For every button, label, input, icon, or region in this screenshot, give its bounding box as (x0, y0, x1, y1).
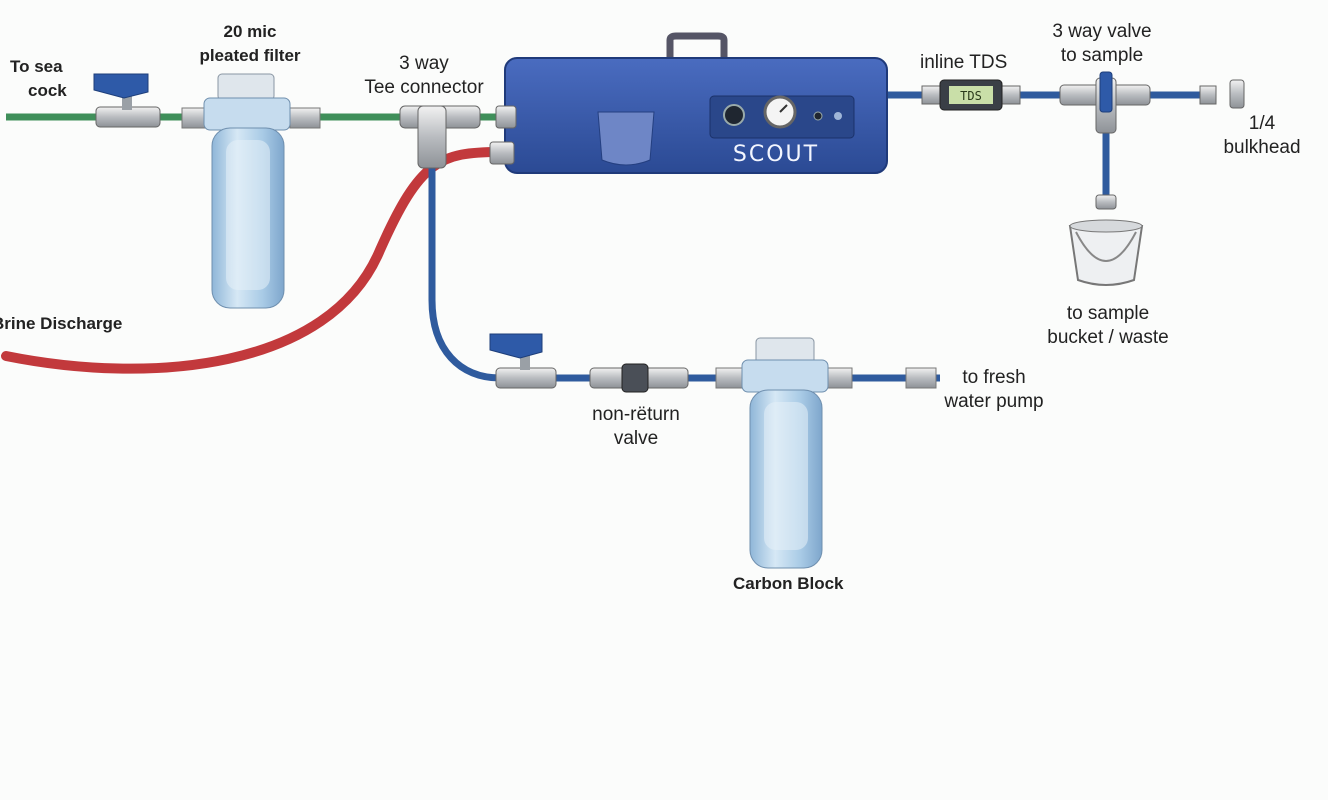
three-way-valve[interactable] (1059, 71, 1151, 210)
fresh-water-valve[interactable] (489, 333, 557, 389)
bulkhead-fitting (1199, 79, 1245, 109)
sea-cock-label: To sea cock (10, 57, 67, 100)
sample-bucket-label: to sample bucket / waste (1047, 303, 1169, 348)
pleated-filter-label: 20 mic pleated filter (199, 22, 301, 65)
pleated-filter (181, 73, 321, 309)
tee-connector-label: 3 way Tee connector (364, 53, 484, 98)
fresh-water-tube (428, 165, 501, 382)
brine-discharge-label: Brine Discharge (0, 314, 123, 333)
bulkhead-label: 1/4 bulkhead (1223, 113, 1301, 158)
non-return-valve-label: non-rëturn valve (592, 404, 680, 449)
unit-brand: SCOUT (733, 142, 819, 167)
inline-tds-label: inline TDS (920, 52, 1008, 73)
fresh-water-pump-label: to fresh water pump (944, 367, 1044, 412)
carbon-block-filter (715, 337, 937, 569)
inline-tds-meter: TDS (921, 79, 1021, 111)
tds-display: TDS (960, 89, 982, 103)
watermaker-unit: SCOUT (489, 32, 888, 174)
carbon-block-label: Carbon Block (733, 574, 844, 593)
three-way-valve-label: 3 way valve to sample (1052, 21, 1152, 66)
sample-bucket (1068, 219, 1144, 286)
sea-cock-valve[interactable] (93, 73, 161, 128)
tee-connector (399, 105, 481, 169)
non-return-valve-fitting (589, 363, 689, 393)
